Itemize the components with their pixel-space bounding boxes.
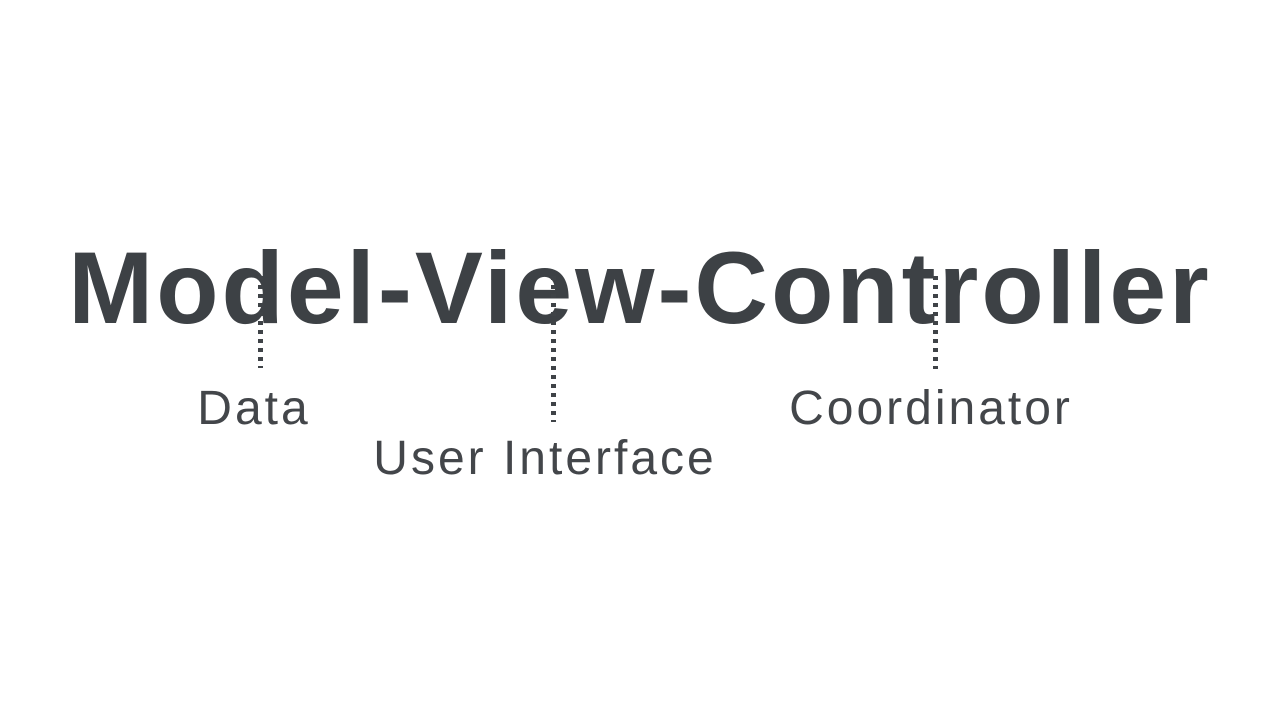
dotted-connector-view	[551, 276, 556, 422]
dotted-connector-controller	[933, 276, 938, 369]
label-controller-meaning: Coordinator	[789, 382, 1073, 435]
dotted-connector-model	[258, 276, 263, 368]
diagram-title: Model-View-Controller	[68, 231, 1212, 346]
label-view-meaning: User Interface	[373, 432, 717, 485]
label-model-meaning: Data	[197, 382, 311, 435]
